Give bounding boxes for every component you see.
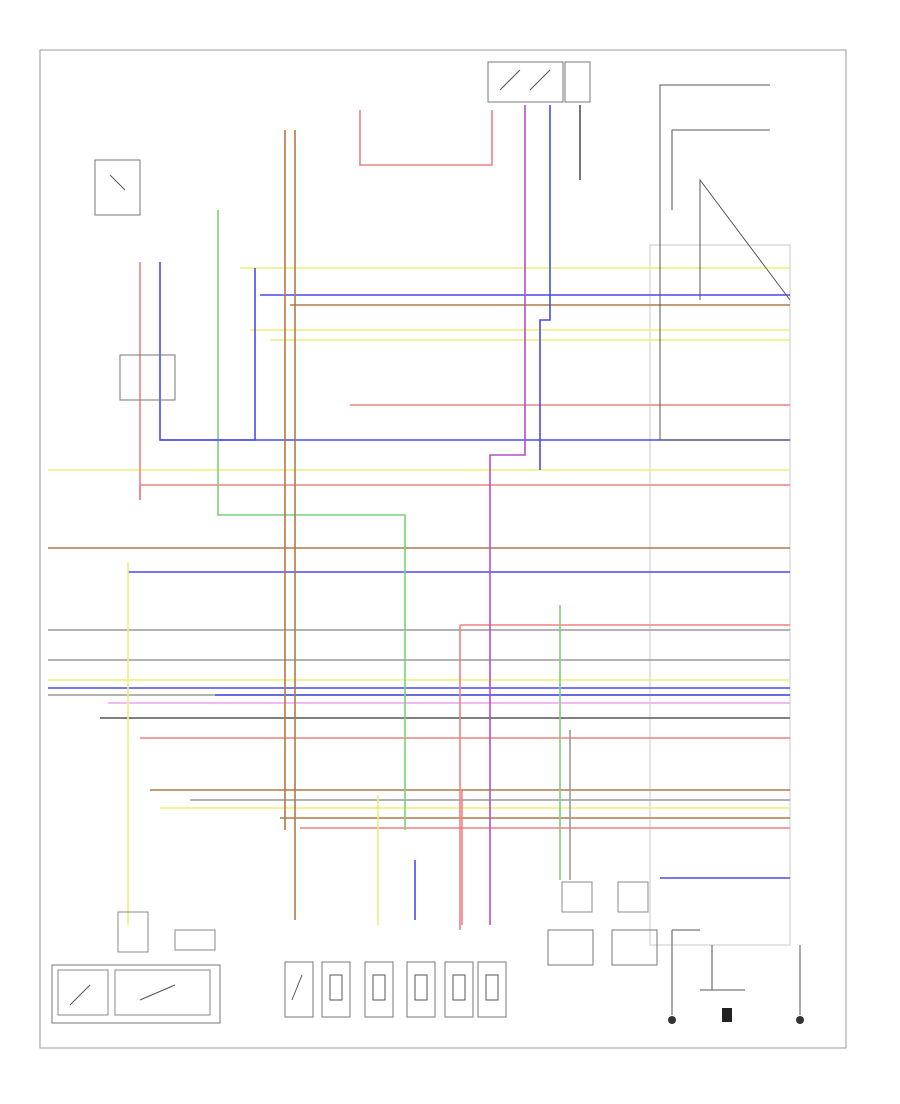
wire-red-7 <box>139 484 790 500</box>
top-right-leads <box>659 84 791 441</box>
bottom-solenoid-1 <box>547 929 594 966</box>
ground-1 <box>668 929 700 1024</box>
horizontal-wires <box>48 267 790 879</box>
mid-left-switch <box>119 354 176 401</box>
connector-block-solenoid <box>561 881 649 913</box>
bottom-sensor-6 <box>477 961 507 1018</box>
bottom-sensor-3 <box>364 961 394 1018</box>
bottom-sensor-5 <box>444 961 474 1018</box>
ground-2 <box>796 945 804 1024</box>
vertical-wire-violet-7 <box>489 105 526 925</box>
bottom-left-sensor-box <box>51 964 221 1024</box>
bottom-sensor-4 <box>406 961 436 1018</box>
ecu-connector-block <box>649 244 791 946</box>
vertical-wire-blue-3 <box>159 262 256 441</box>
main-relay-box <box>487 61 564 103</box>
vertical-wire-green-1 <box>217 210 406 830</box>
diode-component <box>700 945 745 1022</box>
bottom-sensor-2 <box>321 961 351 1018</box>
top-right-box <box>564 61 591 103</box>
connector-block-left <box>117 911 216 953</box>
bottom-solenoid-2 <box>611 929 658 966</box>
vertical-wire-blue-8 <box>539 105 551 470</box>
diagram-frame <box>39 49 847 1049</box>
top-left-relay-box <box>94 159 141 216</box>
vertical-wire-red-6 <box>359 110 493 166</box>
bottom-sensor-1 <box>284 961 314 1018</box>
vertical-wires <box>127 105 581 930</box>
